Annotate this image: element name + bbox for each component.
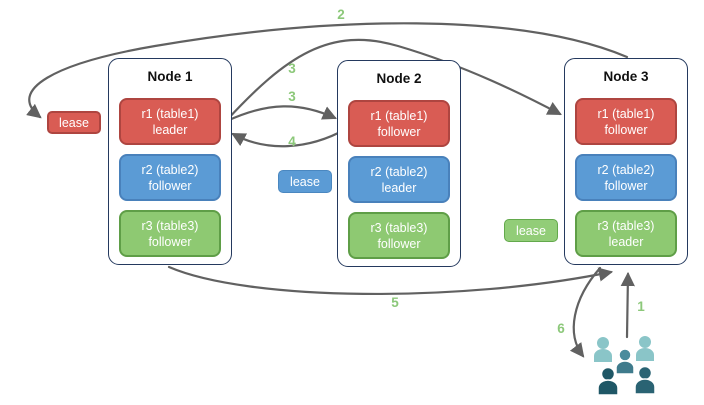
step-label-6: 6 <box>557 321 565 336</box>
node-1: Node 1 r1 (table1) leader r2 (table2) fo… <box>108 58 232 265</box>
step-label-2: 2 <box>337 7 345 22</box>
replica-label: r2 (table2) <box>370 164 428 179</box>
arrow-step-5 <box>167 265 614 296</box>
replica-label: r1 (table1) <box>141 106 199 121</box>
node-3-replica-r2: r2 (table2) follower <box>575 154 677 201</box>
replica-role: leader <box>152 122 188 137</box>
node-3-title: Node 3 <box>603 69 649 84</box>
node-3-replica-r1: r1 (table1) follower <box>575 98 677 145</box>
replica-role: follower <box>377 236 421 251</box>
replica-label: r2 (table2) <box>597 162 655 177</box>
replica-label: r1 (table1) <box>597 106 655 121</box>
step-label-1: 1 <box>637 299 645 314</box>
node-2-replica-r2: r2 (table2) leader <box>348 156 450 203</box>
node-1-replica-r3: r3 (table3) follower <box>119 210 221 257</box>
replica-label: r3 (table3) <box>597 218 655 233</box>
node-3-replica-r3: r3 (table3) leader <box>575 210 677 257</box>
replica-role: leader <box>381 180 417 195</box>
step-label-4: 4 <box>288 134 296 149</box>
lease-badge-blue: lease <box>278 170 332 193</box>
node-2-title: Node 2 <box>376 71 422 86</box>
replica-label: r3 (table3) <box>370 220 428 235</box>
step-label-3b: 3 <box>288 89 296 104</box>
replica-role: follower <box>377 124 421 139</box>
replica-role: follower <box>148 178 192 193</box>
users-group-icon <box>594 336 656 395</box>
node-1-replica-r1: r1 (table1) leader <box>119 98 221 145</box>
step-label-3a: 3 <box>288 61 296 76</box>
node-1-title: Node 1 <box>147 69 193 84</box>
node-1-replica-r2: r2 (table2) follower <box>119 154 221 201</box>
replica-role: follower <box>604 122 648 137</box>
step-label-5: 5 <box>391 295 399 310</box>
replica-label: r2 (table2) <box>141 162 199 177</box>
node-2: Node 2 r1 (table1) follower r2 (table2) … <box>337 60 461 267</box>
lease-badge-red: lease <box>47 111 101 134</box>
replica-label: r3 (table3) <box>141 218 199 233</box>
replica-role: follower <box>148 234 192 249</box>
node-2-replica-r1: r1 (table1) follower <box>348 100 450 147</box>
arrow-step-3-to-node2 <box>225 105 337 123</box>
node-2-replica-r3: r3 (table3) follower <box>348 212 450 259</box>
arrow-step-1 <box>620 271 635 339</box>
replica-role: leader <box>608 234 644 249</box>
replica-label: r1 (table1) <box>370 108 428 123</box>
replica-role: follower <box>604 178 648 193</box>
lease-badge-green: lease <box>504 219 558 242</box>
node-3: Node 3 r1 (table1) follower r2 (table2) … <box>564 58 688 265</box>
